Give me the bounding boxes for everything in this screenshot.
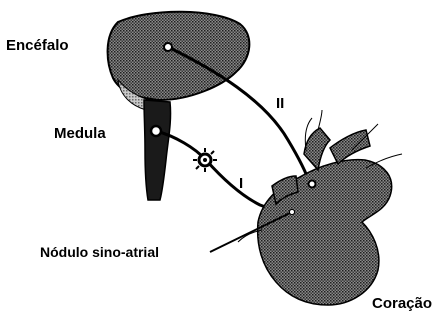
pathway-2-label: II xyxy=(276,96,284,111)
medulla-shape xyxy=(144,100,171,200)
medulla-label: Medula xyxy=(54,126,106,141)
medulla-neuron xyxy=(151,126,161,136)
sa-node-label: Nódulo sino-atrial xyxy=(40,245,159,259)
brain-shape xyxy=(108,12,250,100)
brain-label: Encéfalo xyxy=(6,38,69,53)
heart-label: Coração xyxy=(372,296,432,311)
heart-ganglion-neuron xyxy=(309,181,316,188)
brain-neuron xyxy=(164,43,172,51)
pathway-1-label: I xyxy=(239,176,243,191)
heart-shape xyxy=(258,128,392,305)
ganglion-icon xyxy=(193,148,217,172)
